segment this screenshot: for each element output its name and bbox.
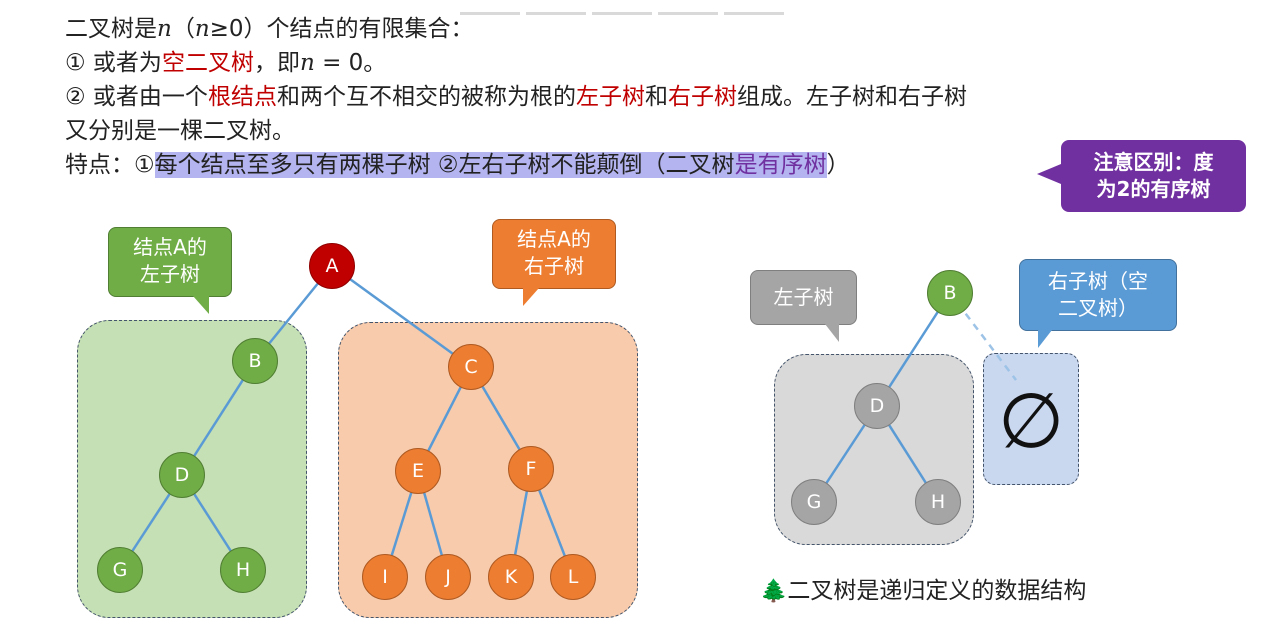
node-b2: B bbox=[927, 270, 973, 316]
text: 和 bbox=[644, 84, 668, 110]
callout-right-subtree-a: 结点A的 右子树 bbox=[492, 219, 616, 306]
node-d: D bbox=[159, 452, 205, 498]
term-root: 根结点 bbox=[207, 84, 277, 110]
caption-text: 二叉树是递归定义的数据结构 bbox=[787, 578, 1087, 604]
callout-left-subtree-b: 左子树 bbox=[750, 270, 857, 342]
variable-n: n bbox=[299, 50, 315, 76]
term-right-subtree: 右子树 bbox=[667, 84, 737, 110]
text: ，即 bbox=[253, 50, 300, 76]
text: ② 或者由一个 bbox=[65, 84, 208, 110]
text: 和两个互不相交的被称为根的 bbox=[276, 84, 576, 110]
callout-line: 左子树 bbox=[140, 262, 200, 286]
node-j: J bbox=[425, 554, 471, 600]
term-left-subtree: 左子树 bbox=[575, 84, 645, 110]
callout-line: 结点A的 bbox=[133, 235, 207, 259]
text: 组成。左子树和右子树 bbox=[736, 84, 967, 110]
text: （ bbox=[171, 16, 195, 42]
node-d2: D bbox=[854, 383, 900, 429]
top-strip bbox=[460, 0, 800, 15]
callout-line: 二叉树） bbox=[1058, 296, 1138, 320]
variable-n: n bbox=[157, 16, 172, 42]
node-a: A bbox=[309, 243, 355, 289]
definition-line-1: 二叉树是n（n≥0）个结点的有限集合： bbox=[65, 12, 967, 46]
callout-left-subtree-a: 结点A的 左子树 bbox=[108, 227, 232, 314]
node-c: C bbox=[448, 344, 494, 390]
term-ordered-tree: 是有序树 bbox=[734, 152, 827, 178]
text: 每个结点至多只有两棵子树 ②左右子树不能颠倒（二叉树 bbox=[154, 152, 735, 178]
empty-set-symbol: ∅ bbox=[998, 376, 1065, 465]
callout-line: 注意区别：度 bbox=[1093, 150, 1214, 174]
callout-line: 右子树 bbox=[524, 254, 584, 278]
text: ≥0）个结点的有限集合： bbox=[209, 16, 474, 42]
callout-line: 为2的有序树 bbox=[1096, 177, 1211, 201]
callout-line: 右子树（空 bbox=[1048, 269, 1148, 293]
highlighted-features: 每个结点至多只有两棵子树 ②左右子树不能颠倒（二叉树是有序树 bbox=[154, 152, 827, 178]
text: 特点：① bbox=[65, 152, 155, 178]
callout-right-subtree-b: 右子树（空 二叉树） bbox=[1019, 259, 1177, 348]
node-b: B bbox=[232, 338, 278, 384]
caption: 🌲二叉树是递归定义的数据结构 bbox=[760, 574, 1086, 609]
definition-line-4: 又分别是一棵二叉树。 bbox=[65, 118, 295, 144]
text: ① 或者为 bbox=[65, 50, 162, 76]
node-i: I bbox=[362, 554, 408, 600]
node-h: H bbox=[220, 547, 266, 593]
callout-line: 结点A的 bbox=[517, 227, 591, 251]
term-empty-tree: 空二叉树 bbox=[161, 50, 254, 76]
node-e: E bbox=[395, 448, 441, 494]
tree-icon: 🌲 bbox=[760, 579, 788, 604]
text: ） bbox=[826, 152, 850, 178]
node-g2: G bbox=[791, 479, 837, 525]
text: 二叉树是 bbox=[65, 16, 157, 42]
node-h2: H bbox=[915, 479, 961, 525]
definition-line-2: ① 或者为空二叉树，即n = 0。 bbox=[65, 46, 967, 80]
node-g: G bbox=[97, 547, 143, 593]
node-k: K bbox=[488, 554, 534, 600]
text: = 0。 bbox=[314, 50, 387, 76]
note-callout: 注意区别：度 为2的有序树 bbox=[1037, 140, 1246, 212]
definition-line-3: ② 或者由一个根结点和两个互不相交的被称为根的左子树和右子树组成。左子树和右子树 bbox=[65, 80, 967, 114]
b-empty-right-subtree-region bbox=[983, 353, 1079, 485]
definition-text: 二叉树是n（n≥0）个结点的有限集合： ① 或者为空二叉树，即n = 0。 ② … bbox=[65, 12, 967, 182]
node-l: L bbox=[550, 554, 596, 600]
node-f: F bbox=[508, 446, 554, 492]
edge-a-c bbox=[331, 264, 472, 369]
variable-n: n bbox=[194, 16, 210, 42]
definition-line-5: 特点：①每个结点至多只有两棵子树 ②左右子树不能颠倒（二叉树是有序树） bbox=[65, 148, 967, 182]
